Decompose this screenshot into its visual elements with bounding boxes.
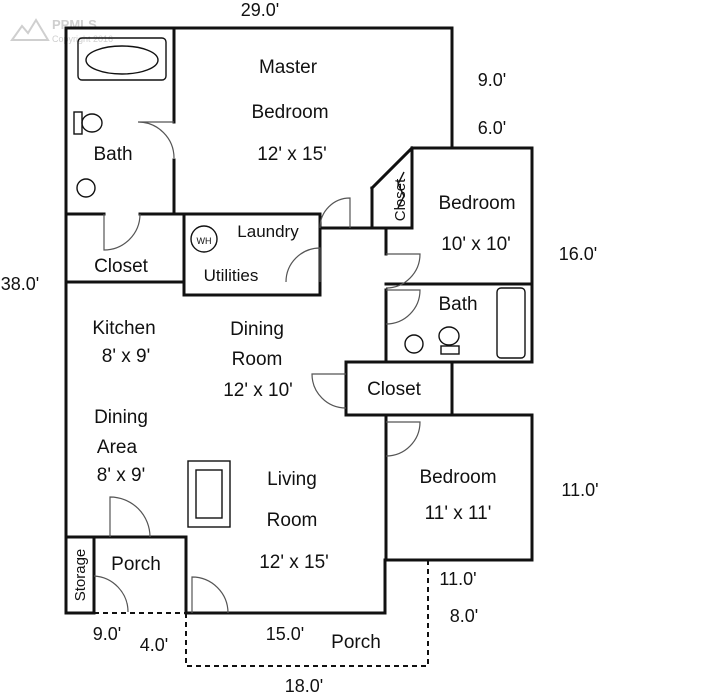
dim-bottom-right-b: 8.0'	[450, 606, 478, 626]
closet-center-label: Closet	[367, 379, 422, 400]
dim-bottom-left-a: 9.0'	[93, 624, 121, 644]
bedroom-2-size: 10' x 10'	[441, 234, 511, 255]
bedroom-3-label: Bedroom	[419, 467, 496, 488]
door-master-hall	[319, 197, 351, 229]
porch-bottom-label: Porch	[331, 632, 381, 653]
toilet-2-tank-icon	[440, 345, 460, 355]
storage-label: Storage	[72, 549, 89, 602]
bath-master-label: Bath	[93, 144, 132, 165]
dimension-labels: 29.0' 38.0' 9.0' 6.0' 16.0' 11.0' 11.0' …	[1, 0, 599, 696]
living-room-label-2: Room	[267, 510, 318, 531]
door-laundry	[285, 247, 321, 283]
door-bedroom2	[385, 253, 421, 289]
toilet-2-bowl-icon	[438, 326, 460, 346]
door-bath-master	[137, 121, 175, 159]
closet-vertical-label: Closet	[392, 178, 409, 221]
door-bath2	[385, 289, 421, 325]
dining-area-label-2: Area	[97, 437, 138, 458]
porch-outline	[94, 560, 429, 667]
tub-basin-icon	[85, 45, 159, 75]
dim-right-upper: 9.0'	[478, 70, 506, 90]
closet-left-label: Closet	[94, 256, 149, 277]
door-bath-closet	[103, 213, 141, 251]
doors	[93, 121, 421, 614]
porch-dashed-bottom	[185, 560, 429, 667]
door-porch-small	[109, 496, 151, 538]
living-room-label-1: Living	[267, 469, 317, 490]
dim-bottom-mid: 15.0'	[266, 624, 304, 644]
dining-area-size: 8' x 9'	[97, 465, 145, 486]
dim-bottom-right-a: 11.0'	[439, 569, 476, 589]
dim-top: 29.0'	[241, 0, 279, 20]
sink-2-icon	[404, 334, 424, 354]
kitchen-label: Kitchen	[92, 318, 155, 339]
fixtures	[73, 37, 526, 528]
dining-area-label-1: Dining	[94, 407, 148, 428]
water-heater-label: WH	[197, 236, 212, 246]
fireplace-icon	[187, 460, 231, 528]
dining-room-size: 12' x 10'	[223, 380, 293, 401]
toilet-bowl-icon	[81, 113, 103, 133]
utilities-label: Utilities	[204, 266, 259, 285]
door-bedroom3	[385, 421, 421, 457]
bedroom-2-label: Bedroom	[438, 193, 515, 214]
wall-closet-diagonal	[369, 145, 415, 191]
bathtub-master-icon	[77, 37, 167, 81]
dining-room-label-1: Dining	[230, 319, 284, 340]
watermark: PPMLS Copyright 2016	[10, 17, 113, 44]
dim-right-step: 6.0'	[478, 118, 506, 138]
dim-bottom-porch: 18.0'	[285, 676, 323, 696]
water-heater-icon	[190, 225, 218, 253]
master-bedroom-label-1: Master	[259, 57, 318, 78]
dining-room-label-2: Room	[232, 349, 283, 370]
door-front	[191, 576, 229, 614]
porch-small-label: Porch	[111, 554, 161, 575]
master-bedroom-label-2: Bedroom	[251, 102, 328, 123]
dim-left: 38.0'	[1, 274, 39, 294]
fireplace-hearth-icon	[195, 469, 223, 519]
dim-right-lower: 11.0'	[561, 480, 598, 500]
interior-walls	[64, 26, 534, 615]
sink-master-icon	[76, 178, 96, 198]
bathtub-2-icon	[496, 287, 526, 359]
kitchen-size: 8' x 9'	[102, 346, 150, 367]
bedroom-3-size: 11' x 11'	[425, 503, 492, 524]
door-storage	[93, 575, 129, 613]
laundry-label: Laundry	[237, 222, 299, 241]
room-labels: Master Bedroom 12' x 15' Bath Closet WH …	[72, 57, 516, 653]
toilet-tank-icon	[73, 111, 83, 135]
dim-bottom-left-b: 4.0'	[140, 635, 168, 655]
master-bedroom-size: 12' x 15'	[257, 144, 327, 165]
door-closet-center	[311, 373, 347, 409]
dim-right-bedroom: 16.0'	[559, 244, 597, 264]
mountain-logo-icon	[10, 18, 50, 41]
bath-2-label: Bath	[438, 294, 477, 315]
watermark-copyright: Copyright 2016	[52, 34, 113, 44]
closet-bifold-icon	[397, 171, 405, 209]
living-room-size: 12' x 15'	[259, 552, 329, 573]
watermark-brand: PPMLS	[52, 17, 97, 32]
